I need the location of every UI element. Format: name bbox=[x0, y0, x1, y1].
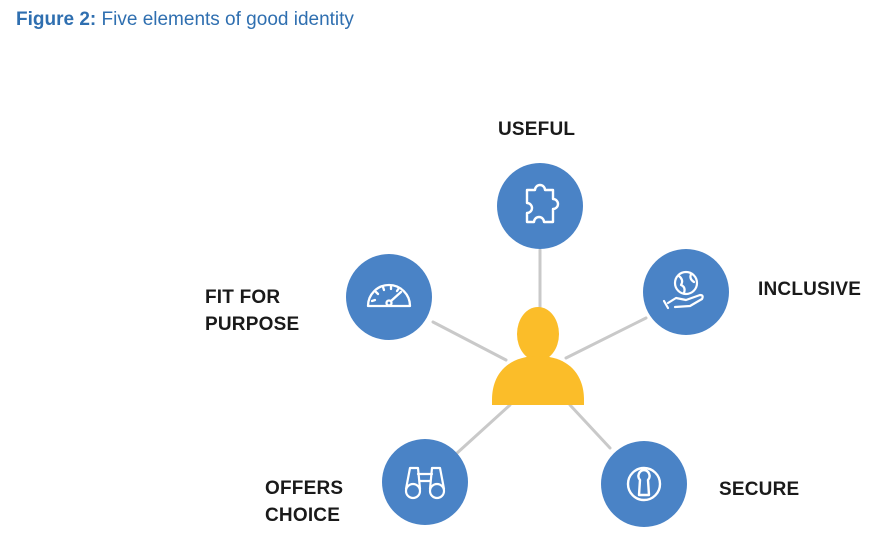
label-secure-line-1: SECURE bbox=[719, 479, 800, 500]
puzzle-piece-icon bbox=[525, 183, 560, 224]
label-inclusive-line-1: INCLUSIVE bbox=[758, 279, 862, 300]
connector-secure bbox=[568, 403, 612, 450]
node-fit-for-purpose-circle bbox=[346, 254, 432, 340]
label-fit-for-purpose: FIT FOR PURPOSE bbox=[205, 284, 299, 338]
connector-inclusive bbox=[564, 316, 648, 360]
node-secure bbox=[601, 441, 687, 527]
node-secure-circle bbox=[601, 441, 687, 527]
label-secure: SECURE bbox=[719, 476, 799, 503]
center-person-icon bbox=[492, 307, 584, 405]
node-useful bbox=[497, 163, 583, 249]
label-offers-choice: OFFERS CHOICE bbox=[265, 475, 343, 529]
label-inclusive: INCLUSIVE bbox=[758, 276, 861, 303]
label-fit-for-purpose-line-2: PURPOSE bbox=[205, 314, 300, 335]
keyhole-icon bbox=[626, 466, 662, 502]
binoculars-icon bbox=[404, 466, 446, 500]
figure-caption: Figure 2: Five elements of good identity bbox=[16, 9, 354, 31]
node-inclusive-circle bbox=[643, 249, 729, 335]
globe-in-hand-icon bbox=[662, 270, 704, 310]
figure-caption-text: Five elements of good identity bbox=[101, 9, 354, 30]
connector-offers-choice bbox=[454, 403, 512, 456]
speedometer-icon bbox=[366, 283, 412, 308]
node-useful-circle bbox=[497, 163, 583, 249]
node-fit-for-purpose bbox=[346, 254, 432, 340]
label-useful-line-1: USEFUL bbox=[498, 119, 576, 140]
connector-fit-for-purpose bbox=[431, 320, 508, 362]
label-offers-choice-line-2: CHOICE bbox=[265, 505, 341, 526]
label-useful: USEFUL bbox=[498, 116, 575, 143]
node-offers-choice bbox=[382, 439, 468, 525]
connectors bbox=[431, 248, 648, 456]
label-fit-for-purpose-line-1: FIT FOR bbox=[205, 287, 281, 308]
figure-caption-label: Figure 2: bbox=[16, 9, 97, 30]
label-offers-choice-line-1: OFFERS bbox=[265, 478, 344, 499]
node-inclusive bbox=[643, 249, 729, 335]
